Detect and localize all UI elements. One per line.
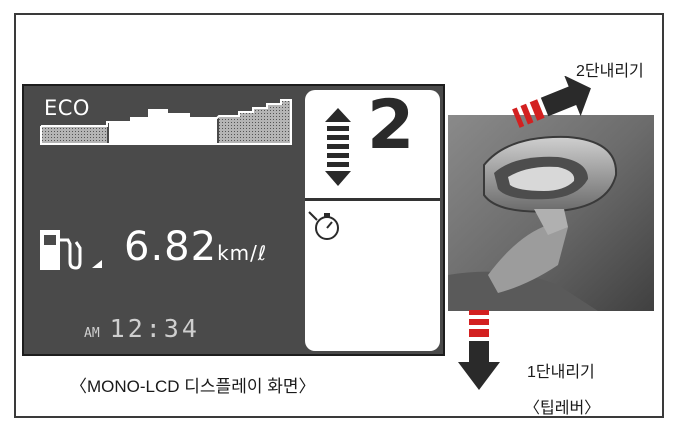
stopwatch-icon <box>308 211 339 240</box>
fuel-value: 6.82 <box>124 224 218 270</box>
fuel-economy-readout: 6.82km/ℓ <box>124 224 267 270</box>
gear-indicator-panel: 2 <box>305 86 440 351</box>
tip-lever-caption: 〈팁레버〉 <box>524 400 601 417</box>
clock-ampm: AM <box>84 326 100 341</box>
tip-lever-photo <box>448 115 654 311</box>
upshift-direction-arrow <box>512 76 591 128</box>
clock: AM 12:34 <box>84 314 200 343</box>
downshift-2-label: 2단내리기 <box>576 63 644 80</box>
downshift-1-label: 1단내리기 <box>527 364 595 381</box>
gear-number: 2 <box>367 86 415 165</box>
fuel-pump-icon <box>40 230 102 270</box>
fuel-unit: km/ℓ <box>217 241 268 265</box>
display-caption: 〈MONO-LCD 디스플레이 화면〉 <box>70 377 316 396</box>
clock-time: 12:34 <box>109 314 200 343</box>
downshift-direction-arrow <box>458 310 500 390</box>
eco-level-meter <box>40 99 292 145</box>
gear-panel-divider <box>305 198 440 201</box>
gear-shift-updown-icon <box>325 108 351 186</box>
mono-lcd-display: ECO 6.82km/ℓ AM 12:34 2 <box>22 84 445 356</box>
eco-label: ECO <box>44 96 90 120</box>
